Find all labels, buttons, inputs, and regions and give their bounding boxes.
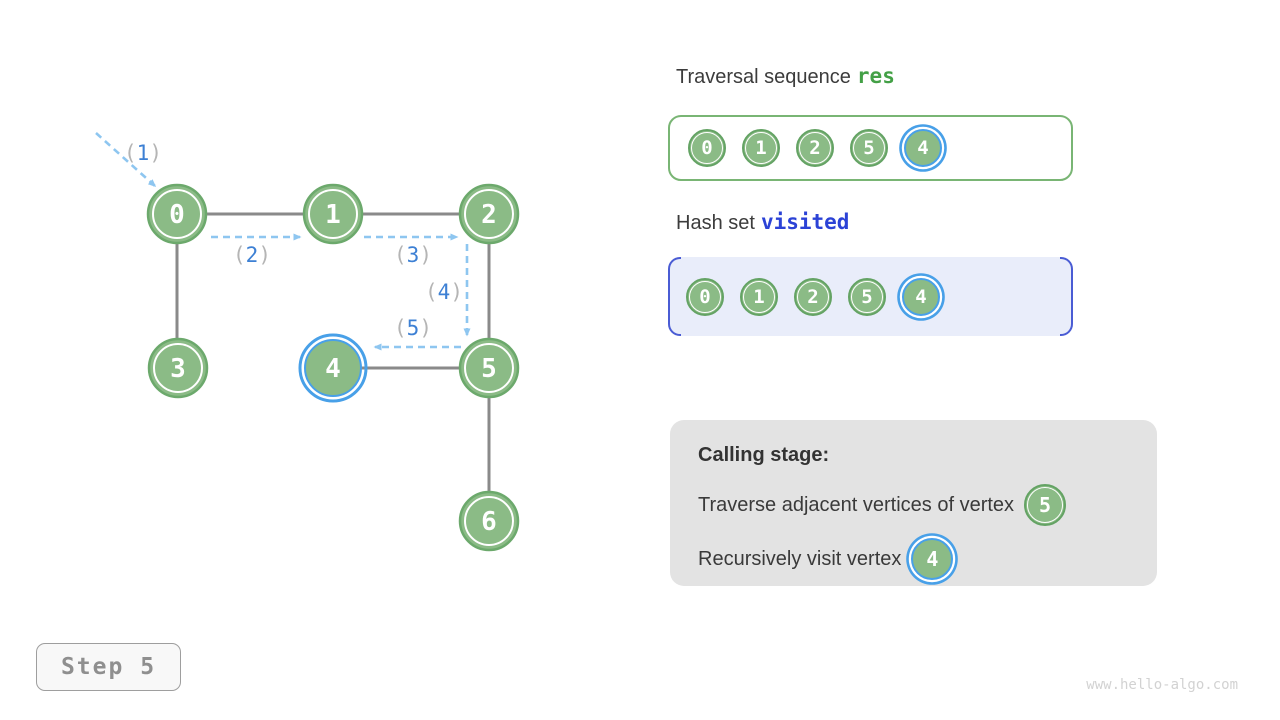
brace-left-icon (668, 257, 681, 336)
arrow-label-3: (3) (394, 243, 432, 267)
calling-stage-title: Calling stage: (698, 444, 830, 466)
svg-text:2: 2 (481, 200, 497, 230)
res-code-label: res (856, 64, 895, 88)
res-item: 1 (742, 129, 780, 167)
svg-text:6: 6 (481, 507, 497, 537)
watermark: www.hello-algo.com (1086, 677, 1238, 693)
svg-text:0: 0 (169, 200, 185, 230)
visited-item: 0 (686, 277, 724, 316)
res-item: 2 (796, 129, 834, 167)
arrow-label-5: (5) (394, 316, 432, 340)
visited-item: 5 (848, 277, 886, 316)
visited-item: 1 (740, 277, 778, 316)
calling-line-2-node: 4 (911, 538, 954, 580)
visited-item-current: 4 (902, 277, 940, 316)
graph-node-0: 0 (146, 183, 208, 245)
visited-item: 2 (794, 277, 832, 316)
calling-line-1-text: Traverse adjacent vertices of vertex (698, 493, 1015, 516)
res-title-text: Traversal sequence (676, 66, 851, 88)
step-indicator: Step 5 (36, 643, 181, 691)
calling-stage-line-1: Traverse adjacent vertices of vertex 5 (698, 483, 1129, 527)
svg-text:3: 3 (170, 354, 186, 384)
calling-line-1-node: 5 (1024, 484, 1067, 526)
graph-node-6: 6 (458, 490, 520, 552)
calling-stage-line-2: Recursively visit vertex 4 (698, 537, 1129, 581)
svg-text:5: 5 (481, 354, 497, 384)
graph-node-5: 5 (458, 337, 520, 399)
res-item: 5 (850, 129, 888, 167)
calling-line-2-text: Recursively visit vertex (698, 547, 902, 570)
graph-node-3: 3 (147, 337, 209, 399)
res-item-current: 4 (904, 129, 942, 167)
graph-node-4-current: 4 (298, 333, 368, 403)
arrow-label-2: (2) (233, 243, 271, 267)
calling-stage-panel: Calling stage: Traverse adjacent vertice… (670, 420, 1157, 586)
svg-text:1: 1 (325, 200, 341, 230)
svg-text:4: 4 (325, 354, 341, 384)
brace-right-icon (1060, 257, 1073, 336)
traversal-arrows (95, 132, 471, 351)
visited-title-text: Hash set (676, 212, 755, 234)
graph-node-2: 2 (458, 183, 520, 245)
visited-panel: 0 1 2 5 4 (668, 257, 1073, 336)
visited-code-label: visited (760, 210, 850, 234)
traversal-arrow-labels: (1) (2) (3) (4) (5) (124, 141, 463, 340)
graph-node-1: 1 (302, 183, 364, 245)
traversal-arrow-1 (95, 132, 157, 188)
arrow-label-1: (1) (124, 141, 162, 165)
arrow-label-4: (4) (425, 280, 463, 304)
graph-diagram: (1) (2) (3) (4) (5) 0 1 2 3 4 (95, 132, 520, 552)
res-panel: 0 1 2 5 4 (668, 115, 1073, 181)
res-item: 0 (688, 129, 726, 167)
